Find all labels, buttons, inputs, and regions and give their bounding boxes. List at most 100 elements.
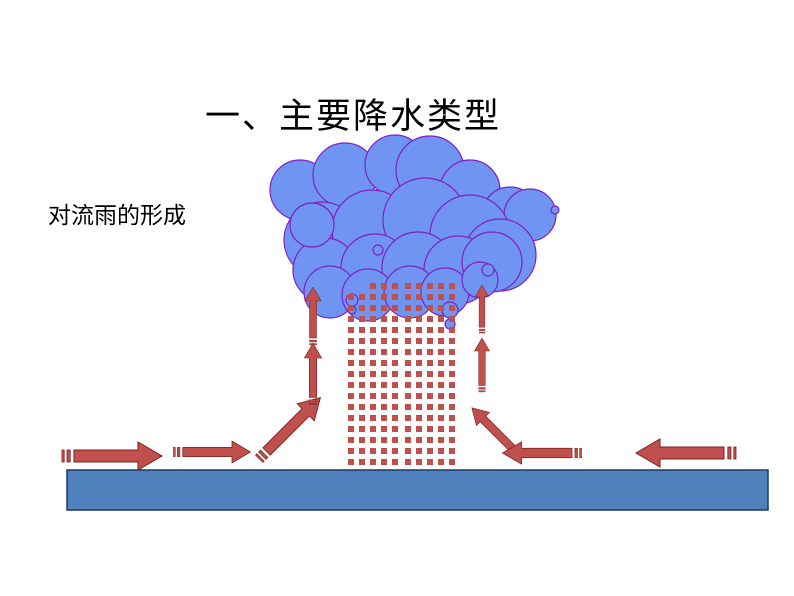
raindrop bbox=[405, 338, 411, 344]
raindrop bbox=[348, 327, 354, 333]
raindrop bbox=[348, 437, 354, 443]
raindrop bbox=[427, 404, 433, 410]
raindrop bbox=[348, 382, 354, 388]
air-flow-arrow bbox=[303, 342, 323, 406]
raindrop bbox=[381, 305, 387, 311]
raindrop bbox=[416, 294, 422, 300]
raindrop bbox=[405, 437, 411, 443]
raindrop bbox=[416, 459, 422, 465]
raindrop bbox=[438, 448, 444, 454]
raindrop bbox=[416, 305, 422, 311]
air-flow-arrow bbox=[635, 438, 737, 468]
raindrop bbox=[392, 294, 398, 300]
raindrop bbox=[348, 294, 354, 300]
raindrop bbox=[449, 294, 455, 300]
raindrop bbox=[370, 360, 376, 366]
raindrop bbox=[416, 437, 422, 443]
raindrop bbox=[427, 393, 433, 399]
raindrop bbox=[405, 382, 411, 388]
raindrop bbox=[381, 338, 387, 344]
raindrop bbox=[381, 437, 387, 443]
raindrop bbox=[438, 294, 444, 300]
raindrop bbox=[348, 371, 354, 377]
raindrop bbox=[449, 426, 455, 432]
raindrop bbox=[405, 360, 411, 366]
raindrop bbox=[381, 393, 387, 399]
raindrop bbox=[438, 426, 444, 432]
raindrop bbox=[405, 305, 411, 311]
raindrop bbox=[438, 360, 444, 366]
raindrop bbox=[348, 415, 354, 421]
raindrop bbox=[359, 305, 365, 311]
raindrop bbox=[392, 371, 398, 377]
raindrop bbox=[449, 382, 455, 388]
raindrop bbox=[359, 349, 365, 355]
raindrop bbox=[449, 371, 455, 377]
raindrop bbox=[392, 327, 398, 333]
raindrop bbox=[370, 371, 376, 377]
raindrop bbox=[449, 327, 455, 333]
raindrop bbox=[381, 459, 387, 465]
raindrop bbox=[381, 316, 387, 322]
raindrop bbox=[416, 404, 422, 410]
raindrop bbox=[381, 349, 387, 355]
raindrop bbox=[359, 316, 365, 322]
raindrop bbox=[427, 349, 433, 355]
raindrop bbox=[392, 316, 398, 322]
raindrop bbox=[405, 393, 411, 399]
raindrop bbox=[381, 371, 387, 377]
raindrop bbox=[405, 371, 411, 377]
raindrop bbox=[405, 459, 411, 465]
raindrop bbox=[416, 426, 422, 432]
raindrop bbox=[359, 448, 365, 454]
slide-title: 一、主要降水类型 bbox=[205, 97, 502, 137]
raindrop bbox=[405, 283, 411, 289]
raindrop bbox=[392, 459, 398, 465]
raindrop bbox=[416, 349, 422, 355]
raindrop bbox=[359, 426, 365, 432]
raindrop bbox=[449, 459, 455, 465]
raindrop bbox=[370, 283, 376, 289]
raindrop bbox=[449, 448, 455, 454]
raindrop bbox=[449, 349, 455, 355]
ground bbox=[66, 469, 769, 511]
raindrop bbox=[427, 360, 433, 366]
raindrop bbox=[370, 415, 376, 421]
raindrop bbox=[370, 426, 376, 432]
raindrop bbox=[427, 382, 433, 388]
raindrop bbox=[427, 371, 433, 377]
raindrop bbox=[370, 437, 376, 443]
raindrop bbox=[392, 404, 398, 410]
raindrop bbox=[348, 349, 354, 355]
raindrop bbox=[449, 393, 455, 399]
raindrop bbox=[405, 448, 411, 454]
raindrop bbox=[359, 294, 365, 300]
raindrop bbox=[416, 415, 422, 421]
raindrop bbox=[427, 316, 433, 322]
raindrop bbox=[381, 327, 387, 333]
raindrop bbox=[348, 393, 354, 399]
raindrop bbox=[416, 393, 422, 399]
raindrop bbox=[392, 448, 398, 454]
raindrop bbox=[438, 371, 444, 377]
raindrop bbox=[392, 437, 398, 443]
raindrop bbox=[381, 360, 387, 366]
air-flow-arrow bbox=[61, 441, 163, 471]
raindrop bbox=[427, 283, 433, 289]
raindrop bbox=[348, 316, 354, 322]
air-flow-arrow bbox=[173, 440, 251, 464]
raindrop bbox=[427, 415, 433, 421]
raindrop bbox=[348, 426, 354, 432]
raindrop bbox=[348, 305, 354, 311]
raindrop bbox=[381, 448, 387, 454]
slide-subtitle: 对流雨的形成 bbox=[48, 203, 186, 229]
raindrop bbox=[392, 338, 398, 344]
raindrop bbox=[405, 349, 411, 355]
raindrop bbox=[348, 459, 354, 465]
cloud-droplet bbox=[481, 263, 495, 277]
air-flow-arrow bbox=[250, 388, 330, 468]
raindrop bbox=[449, 415, 455, 421]
rain-shaft bbox=[348, 283, 455, 465]
raindrop bbox=[348, 448, 354, 454]
